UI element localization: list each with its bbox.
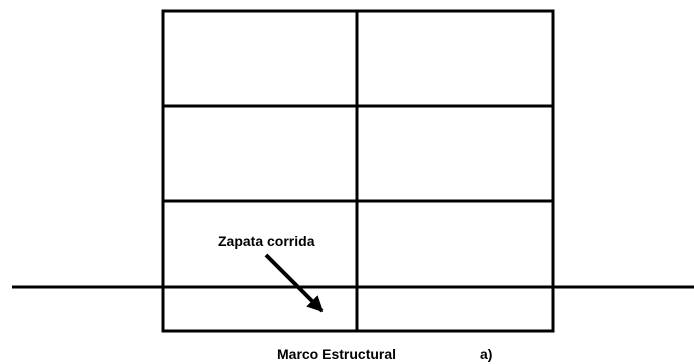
frame xyxy=(161,9,555,333)
panel-label: a) xyxy=(480,346,492,362)
annotation-label: Zapata corrida xyxy=(218,233,315,249)
annotation-arrow xyxy=(264,253,324,313)
figure-caption: Marco Estructural xyxy=(277,346,396,362)
